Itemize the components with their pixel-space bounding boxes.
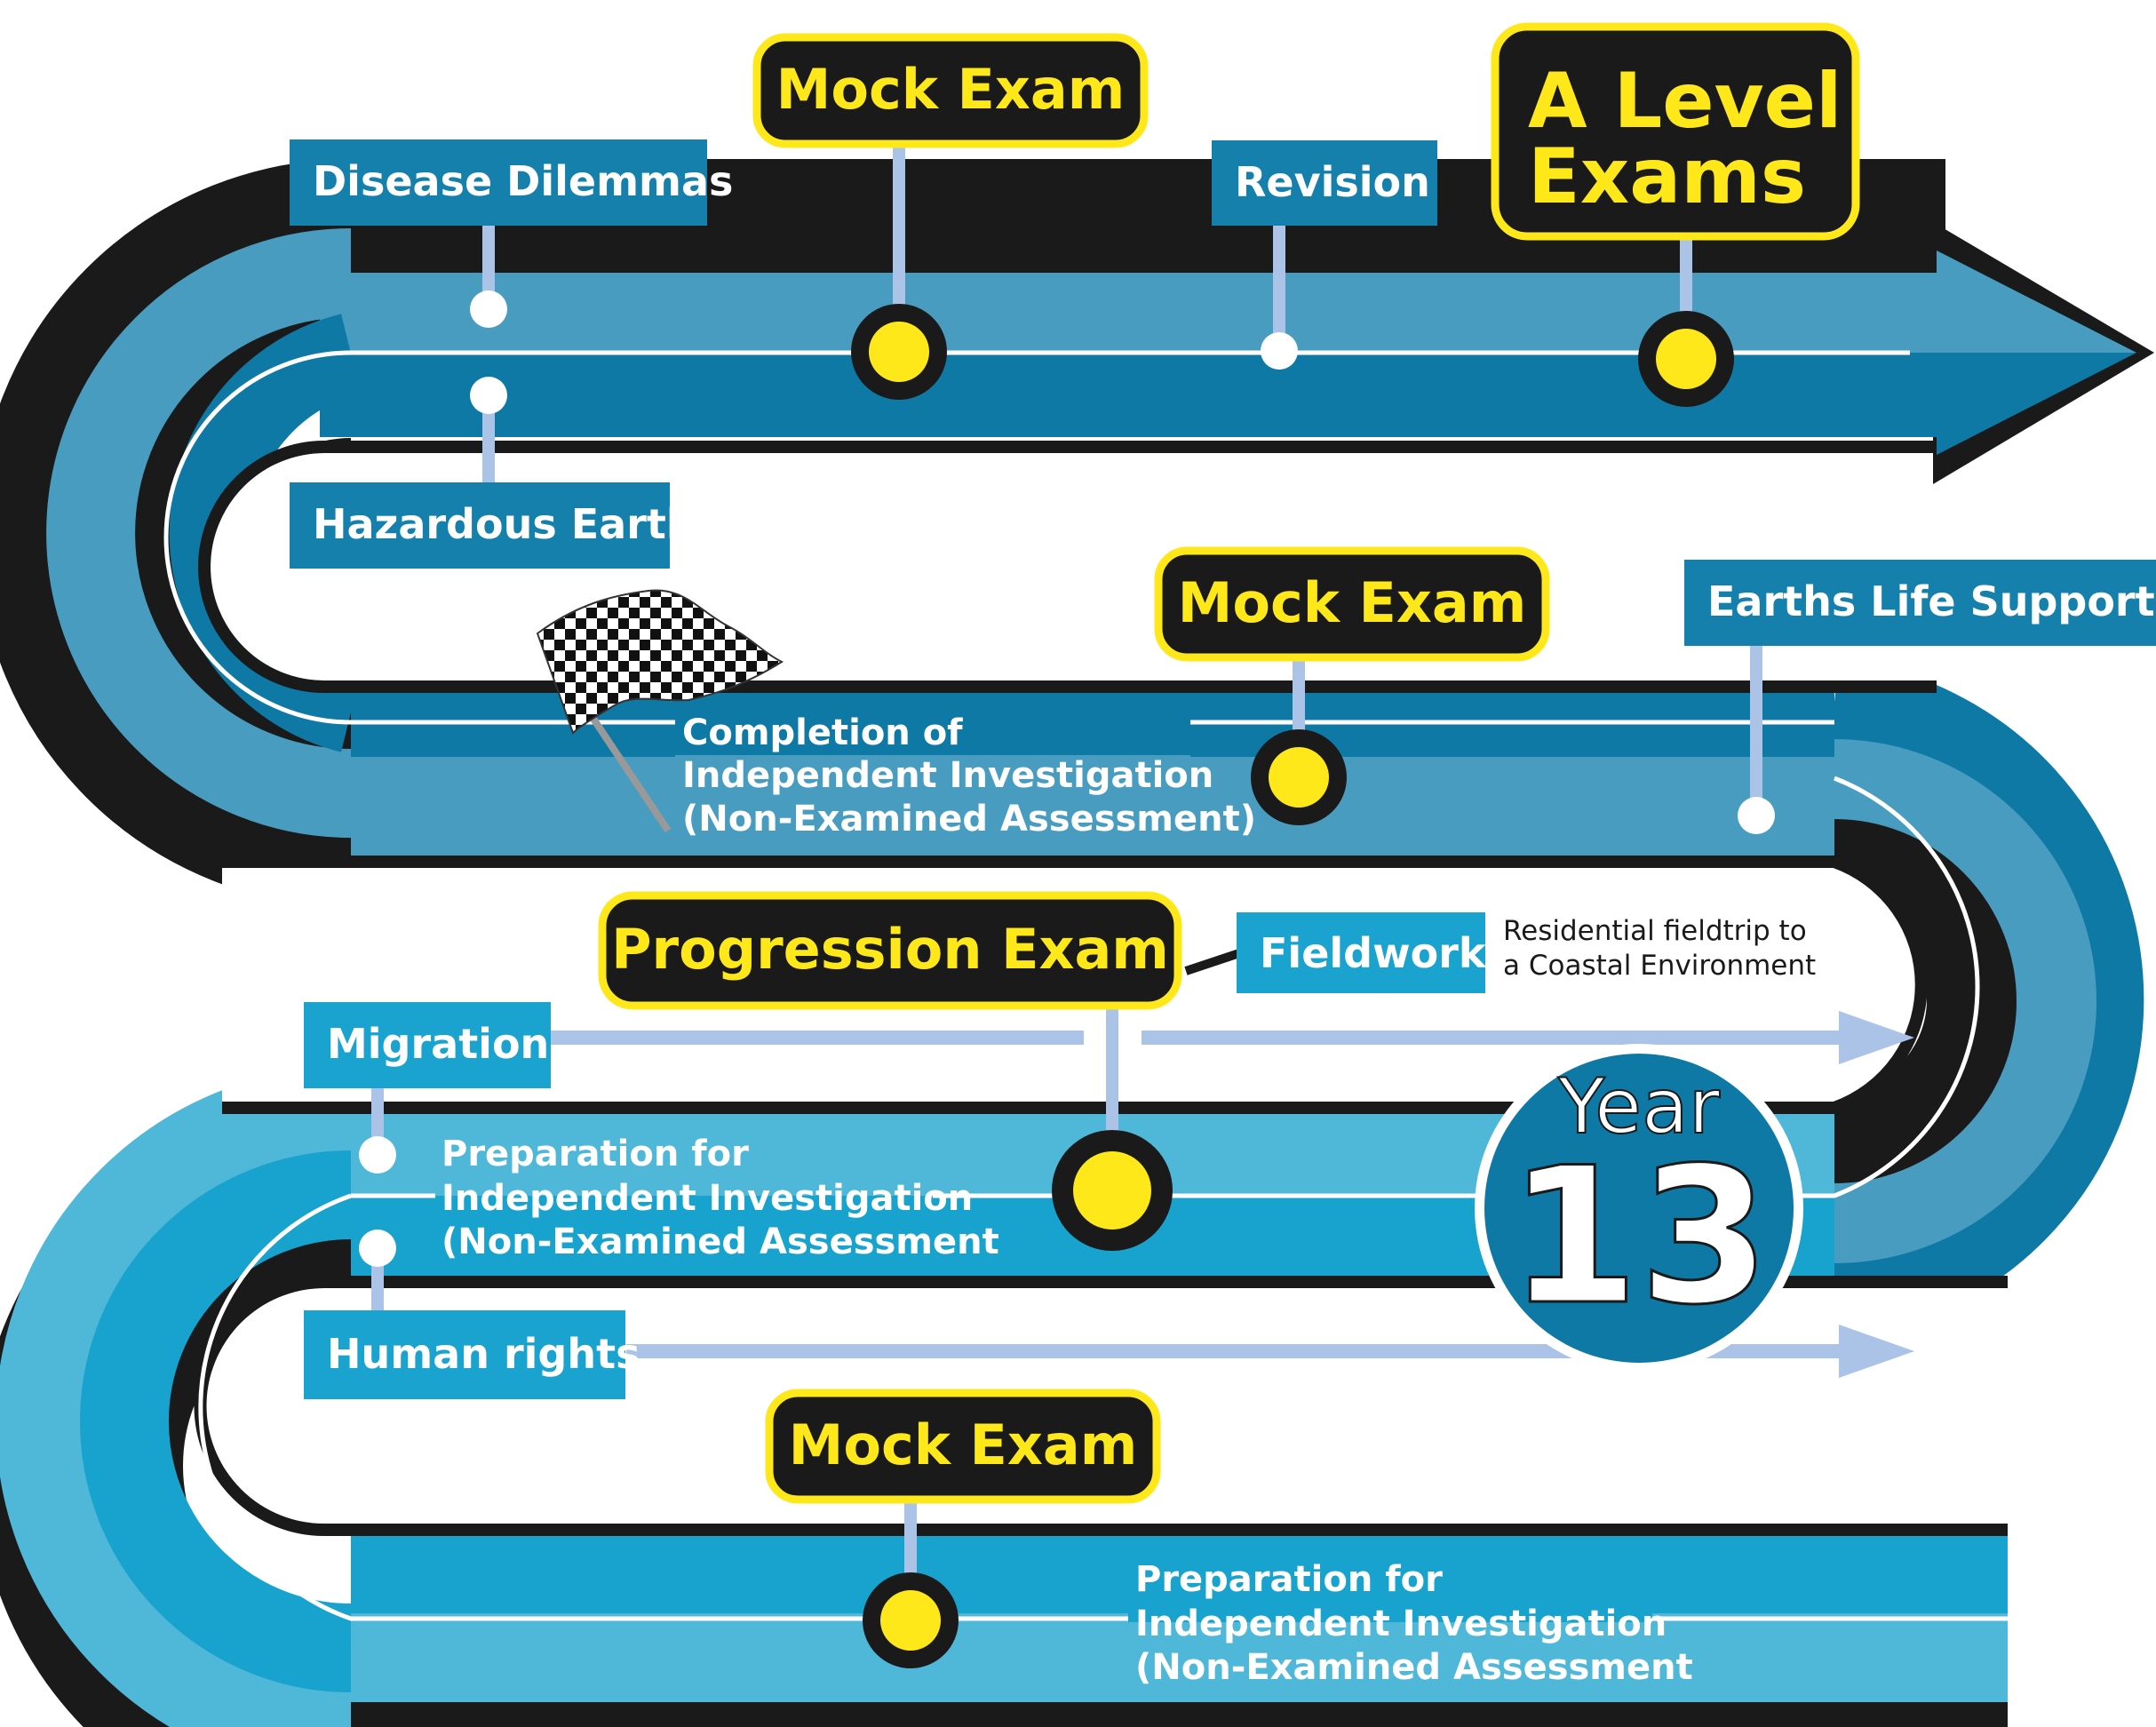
topic-human-rights: Human rights (304, 1310, 640, 1399)
topic-migration: Migration (304, 1002, 551, 1088)
checkered-flag-icon (536, 589, 784, 833)
svg-text:Mock Exam: Mock Exam (776, 57, 1126, 122)
connectors (371, 147, 1762, 1577)
road-arrow-icon (1910, 222, 2154, 484)
svg-text:Independent Investigation: Independent Investigation (442, 1178, 973, 1219)
svg-text:Earths Life Support Sy: Earths Life Support Sy (1707, 577, 2156, 625)
exam-progression: Progression Exam (598, 891, 1182, 1010)
svg-text:Revision: Revision (1235, 158, 1430, 206)
svg-text:Residential fieldtrip to: Residential fieldtrip to (1503, 915, 1807, 947)
svg-text:(Non-Examined Assessment: (Non-Examined Assessment (442, 1222, 999, 1262)
year-word: Year (1557, 1062, 1721, 1151)
svg-text:Mock Exam: Mock Exam (1178, 570, 1527, 635)
exam-mock-bottom: Mock Exam (765, 1389, 1161, 1504)
topic-fieldwork: Fieldwork (1237, 912, 1487, 993)
svg-text:Hazardous Earth: Hazardous Earth (313, 500, 696, 548)
lane-lines (163, 350, 2008, 1621)
completion-annotation: Completion of Independent Investigation … (675, 702, 1256, 840)
topic-disease-dilemmas: Disease Dilemmas (290, 139, 733, 226)
exam-mock-middle: Mock Exam (1154, 546, 1550, 662)
fieldwork-note: Residential fieldtrip to a Coastal Envir… (1503, 915, 1816, 982)
svg-text:Preparation for: Preparation for (442, 1134, 749, 1174)
marker-migration (359, 1136, 396, 1174)
svg-text:Fieldwork: Fieldwork (1260, 929, 1487, 977)
exam-a-level: A Level Exams (1491, 22, 1860, 241)
marker-hazardous-earth (470, 377, 507, 414)
marker-human-rights (359, 1230, 396, 1267)
marker-earths-life-support (1738, 797, 1775, 834)
svg-text:Migration: Migration (327, 1020, 549, 1068)
svg-text:Independent Investigation: Independent Investigation (682, 755, 1213, 796)
svg-text:Mock Exam: Mock Exam (789, 1413, 1138, 1477)
preparation-upper-annotation: Preparation for Independent Investigatio… (435, 1128, 999, 1262)
year-badge: Year 13 (1475, 1044, 1803, 1373)
topic-hazardous-earth: Hazardous Earth (290, 482, 696, 569)
svg-text:Human rights: Human rights (327, 1330, 640, 1378)
exam-mock-top: Mock Exam (752, 33, 1149, 148)
marker-disease-dilemmas (470, 290, 507, 328)
svg-text:(Non-Examined Assessment: (Non-Examined Assessment (1135, 1647, 1693, 1688)
svg-text:Exams: Exams (1528, 132, 1806, 221)
preparation-lower-annotation: Preparation for Independent Investigatio… (1128, 1555, 1693, 1688)
year-number: 13 (1508, 1126, 1770, 1346)
fieldwork-connector (1184, 949, 1241, 975)
svg-text:a Coastal Environment: a Coastal Environment (1503, 950, 1816, 982)
svg-text:Completion of: Completion of (682, 712, 963, 753)
svg-text:Independent Investigation: Independent Investigation (1135, 1604, 1667, 1644)
svg-text:Disease Dilemmas: Disease Dilemmas (313, 157, 733, 205)
milestone-markers (359, 290, 1775, 1668)
svg-text:(Non-Examined Assessment): (Non-Examined Assessment) (682, 799, 1256, 840)
svg-text:A Level: A Level (1528, 57, 1842, 146)
marker-revision (1261, 332, 1298, 370)
svg-text:Progression Exam: Progression Exam (611, 917, 1169, 982)
topic-revision: Revision (1212, 140, 1437, 226)
topic-earths-life-support: Earths Life Support Sy (1684, 560, 2156, 646)
svg-text:Preparation for: Preparation for (1135, 1559, 1443, 1600)
